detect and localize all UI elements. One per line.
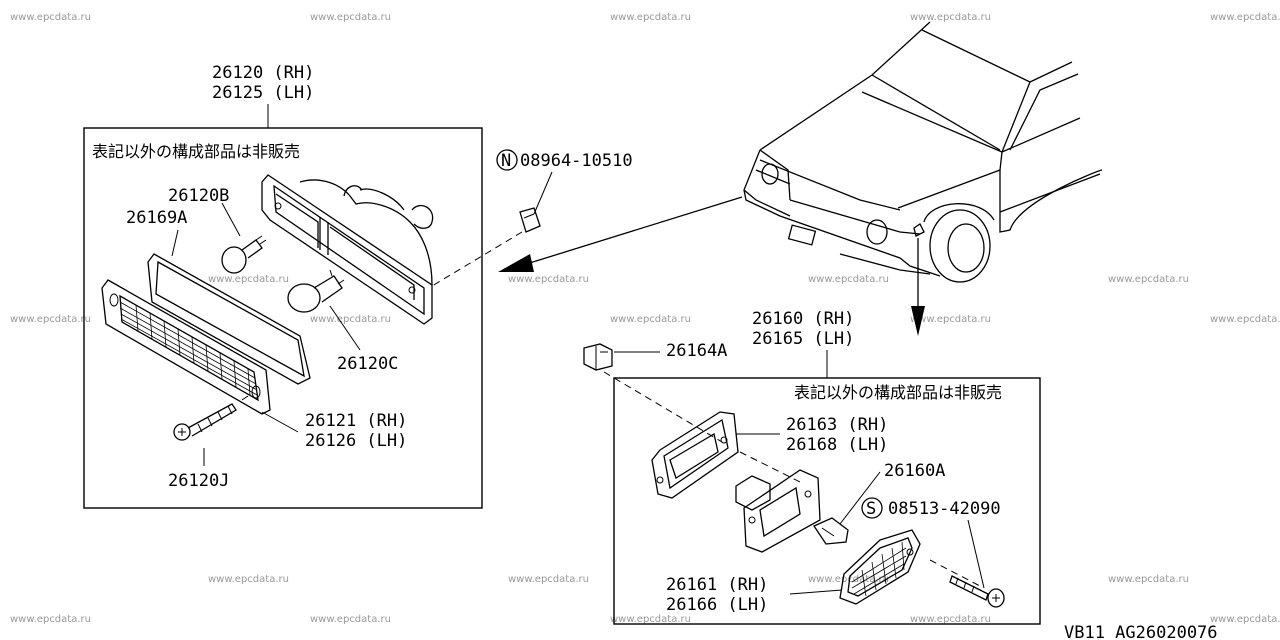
diagram-code: VB11 AG26020076 [1064,623,1218,640]
screw-26120j [173,395,249,466]
lens-26121 [101,279,299,433]
bulb-26160a: 26160A [813,461,945,545]
non-sale-note-left: 表記以外の構成部品は非販売 [92,142,300,161]
watermark: www.epcdata.ru [508,574,589,585]
side-marker-group: 26160 (RH) 26165 (LH) 表記以外の構成部品は非販売 2616… [583,309,1041,625]
part-label-26164a[interactable]: 26164A [666,341,727,361]
marker-housing [735,469,821,553]
lamp-housing [261,174,434,325]
screw-08513: S 08513-42090 [861,497,1005,608]
assembly-box-right [613,377,1041,625]
assembly-box-left [83,127,483,509]
clip-26164a: 26164A [583,341,727,443]
watermark: www.epcdata.ru [1108,274,1189,285]
part-label-26160a[interactable]: 26160A [884,461,945,481]
watermark: www.epcdata.ru [910,614,991,625]
watermark: www.epcdata.ru [1210,314,1280,325]
bulb-26120c [287,269,361,351]
watermark: www.epcdata.ru [208,574,289,585]
watermark: www.epcdata.ru [1210,614,1280,625]
s-marker-circle [861,497,883,519]
watermark: www.epcdata.ru [10,12,91,23]
s-marker: S [866,499,876,519]
arrowhead [498,254,534,272]
part-label-26168-lh[interactable]: 26168 (LH) [786,435,888,455]
nut-08964: N 08964-10510 [431,149,633,287]
part-label-26166-lh[interactable]: 26166 (LH) [666,595,768,615]
watermark: www.epcdata.ru [910,12,991,23]
front-lamp-group: 26120 (RH) 26125 (LH) 表記以外の構成部品は非販売 2612… [83,63,743,509]
non-sale-note-right: 表記以外の構成部品は非販売 [794,383,1002,402]
lens-26161: 26161 (RH) 26166 (LH) [666,529,921,615]
part-label-26120c[interactable]: 26120C [337,354,398,374]
part-label-26169a[interactable]: 26169A [126,208,187,228]
watermark: www.epcdata.ru [10,614,91,625]
part-label-08513-42090[interactable]: 08513-42090 [888,499,1001,519]
watermark: www.epcdata.ru [610,12,691,23]
arrowhead [911,306,925,336]
gasket-26169a [147,229,311,385]
part-label-26120j[interactable]: 26120J [168,471,229,491]
n-marker-circle [496,149,518,171]
part-label-26121-rh[interactable]: 26121 (RH) [305,411,407,431]
part-label-26165-lh[interactable]: 26165 (LH) [752,329,854,349]
watermark: www.epcdata.ru [1210,12,1280,23]
watermark: www.epcdata.ru [1108,574,1189,585]
part-label-08964-10510[interactable]: 08964-10510 [520,151,633,171]
part-label-26161-rh[interactable]: 26161 (RH) [666,575,768,595]
watermark: www.epcdata.ru [310,12,391,23]
bulb-26120b [221,202,267,274]
watermark: www.epcdata.ru [310,614,391,625]
watermark: www.epcdata.ru [610,314,691,325]
part-label-26120b[interactable]: 26120B [168,186,229,206]
arrow-to-front-lamp [519,196,743,267]
part-label-26125-lh[interactable]: 26125 (LH) [212,83,314,103]
part-label-26163-rh[interactable]: 26163 (RH) [786,415,888,435]
n-marker: N [501,151,511,171]
part-label-26120-rh[interactable]: 26120 (RH) [212,63,314,83]
watermark: www.epcdata.ru [808,274,889,285]
car-illustration [743,21,1103,336]
gasket-26163: 26163 (RH) 26168 (LH) [651,411,888,499]
watermark: www.epcdata.ru [910,314,991,325]
watermark: www.epcdata.ru [208,274,289,285]
watermark: www.epcdata.ru [508,274,589,285]
watermark: www.epcdata.ru [10,314,91,325]
watermark: www.epcdata.ru [310,314,391,325]
watermarks: www.epcdata.ru www.epcdata.ru www.epcdat… [10,12,1280,625]
watermark: www.epcdata.ru [610,614,691,625]
part-label-26126-lh[interactable]: 26126 (LH) [305,431,407,451]
part-label-26160-rh[interactable]: 26160 (RH) [752,309,854,329]
watermark: www.epcdata.ru [808,574,889,585]
